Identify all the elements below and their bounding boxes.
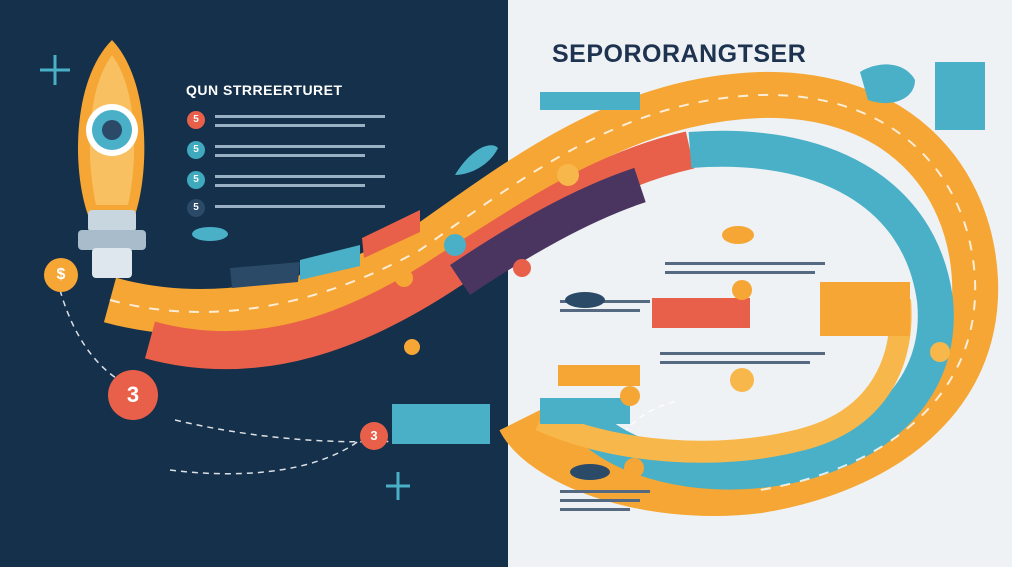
decorative-fish-icons	[192, 145, 754, 480]
road-inner-band	[535, 299, 912, 463]
sparkle-icons	[40, 55, 410, 500]
left-list-text-lines	[215, 115, 385, 208]
road-purple-band	[450, 167, 646, 295]
road-marker-icons	[395, 164, 950, 478]
milestone-badge-large: 3	[108, 370, 158, 420]
step-badge-4: 5	[187, 199, 205, 217]
rocket-icon	[78, 40, 146, 278]
milestone-badge-small: 3	[360, 422, 388, 450]
right-title: SEPORORANGTSER	[552, 40, 807, 68]
step-badge-2: 5	[187, 141, 205, 159]
step-badge-3: 5	[187, 171, 205, 189]
left-title: QUN STRREERTURET	[186, 82, 343, 98]
step-badge-1: 5	[187, 111, 205, 129]
right-info-text-lines	[560, 262, 825, 511]
road-teal-band	[562, 130, 954, 490]
dollar-badge: $	[44, 258, 78, 292]
road-banners	[230, 62, 985, 444]
road-center-line	[109, 93, 977, 491]
